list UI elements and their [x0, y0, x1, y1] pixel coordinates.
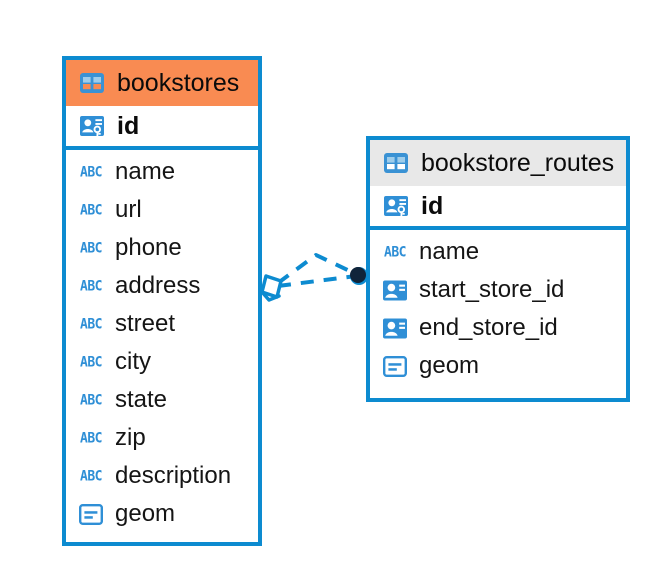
- filled-circle-marker: [350, 267, 368, 285]
- field-label: address: [115, 272, 201, 299]
- field-label: phone: [115, 234, 182, 261]
- field-list-bookstores: ABC name ABC url ABC phone ABC address A…: [66, 150, 258, 537]
- text-abc-icon: ABC: [80, 201, 102, 219]
- entity-title: bookstores: [117, 68, 240, 97]
- relationship-line-lower: [277, 274, 357, 288]
- foreign-key-icon: [380, 275, 410, 305]
- field-row-geom[interactable]: geom: [66, 495, 258, 533]
- primary-key-icon: [380, 190, 412, 222]
- text-abc-icon: ABC: [80, 353, 102, 371]
- text-abc-icon: ABC: [80, 467, 102, 485]
- geometry-icon: [380, 351, 410, 381]
- entity-bookstore-routes[interactable]: bookstore_routes id ABC name: [366, 136, 630, 402]
- primary-key-icon: [76, 110, 108, 142]
- field-list-bookstore-routes: ABC name start_store_id: [370, 230, 626, 389]
- field-label: id: [117, 111, 140, 140]
- table-icon: [76, 67, 108, 99]
- field-label: start_store_id: [419, 276, 565, 303]
- field-label: description: [115, 462, 232, 489]
- field-row-id[interactable]: id: [370, 186, 626, 230]
- geometry-icon: [76, 499, 106, 529]
- entity-header-bookstores[interactable]: bookstores: [66, 60, 258, 106]
- field-row-address[interactable]: ABC address: [66, 267, 258, 305]
- field-row-id[interactable]: id: [66, 106, 258, 150]
- field-row-end-store-id[interactable]: end_store_id: [370, 309, 626, 347]
- field-row-start-store-id[interactable]: start_store_id: [370, 271, 626, 309]
- field-row-street[interactable]: ABC street: [66, 305, 258, 343]
- field-row-name[interactable]: ABC name: [370, 233, 626, 271]
- field-row-description[interactable]: ABC description: [66, 457, 258, 495]
- field-label: end_store_id: [419, 314, 558, 341]
- field-row-state[interactable]: ABC state: [66, 381, 258, 419]
- field-label: name: [419, 238, 480, 265]
- foreign-key-icon: [380, 313, 410, 343]
- field-row-phone[interactable]: ABC phone: [66, 229, 258, 267]
- field-label: geom: [419, 352, 480, 379]
- text-abc-icon: ABC: [80, 315, 102, 333]
- relationship-line-upper: [276, 253, 357, 285]
- field-row-url[interactable]: ABC url: [66, 191, 258, 229]
- field-label: name: [115, 158, 176, 185]
- text-abc-icon: ABC: [80, 239, 102, 257]
- field-label: url: [115, 196, 142, 223]
- text-abc-icon: ABC: [80, 429, 102, 447]
- field-label: state: [115, 386, 168, 413]
- field-row-zip[interactable]: ABC zip: [66, 419, 258, 457]
- field-row-city[interactable]: ABC city: [66, 343, 258, 381]
- text-abc-icon: ABC: [80, 391, 102, 409]
- text-abc-icon: ABC: [384, 243, 406, 261]
- relationship-lines: [276, 253, 357, 288]
- table-icon: [380, 147, 412, 179]
- field-label: id: [421, 191, 444, 220]
- entity-title: bookstore_routes: [421, 148, 615, 177]
- field-label: city: [115, 348, 151, 375]
- entity-header-bookstore-routes[interactable]: bookstore_routes: [370, 140, 626, 186]
- diamond-marker: [260, 274, 283, 302]
- field-label: zip: [115, 424, 146, 451]
- text-abc-icon: ABC: [80, 277, 102, 295]
- field-label: street: [115, 310, 176, 337]
- field-row-geom[interactable]: geom: [370, 347, 626, 385]
- field-label: geom: [115, 500, 176, 527]
- field-row-name[interactable]: ABC name: [66, 153, 258, 191]
- text-abc-icon: ABC: [80, 163, 102, 181]
- entity-bookstores[interactable]: bookstores id ABC name: [62, 56, 262, 546]
